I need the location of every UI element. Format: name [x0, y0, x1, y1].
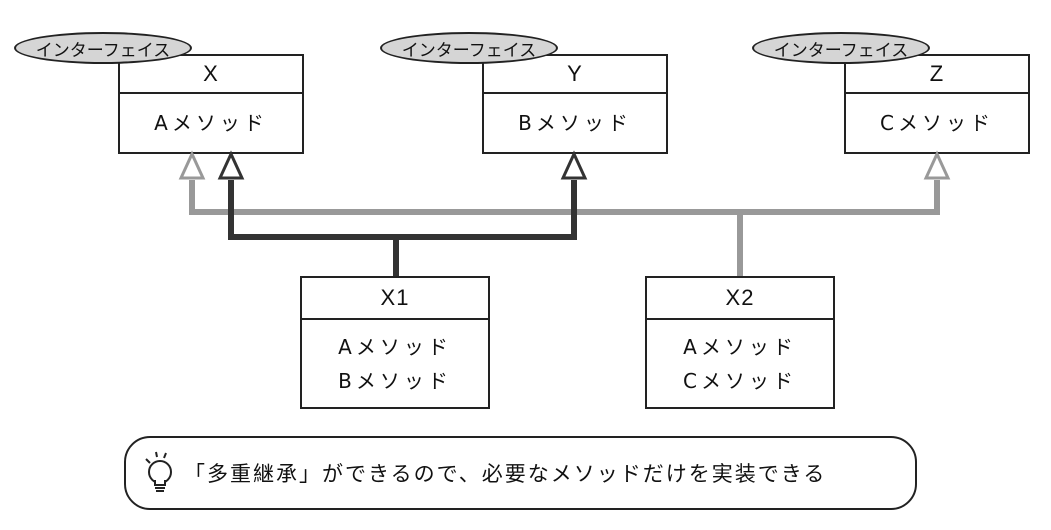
- x2-line-to-z: [740, 180, 940, 215]
- x1-arrowhead-y: [560, 150, 588, 180]
- interface-y-method: Bメソッド: [518, 111, 632, 135]
- interface-x-methods: Aメソッド: [120, 94, 302, 152]
- x2-realization-lines: [178, 150, 951, 276]
- x1-realization-lines: [217, 150, 588, 276]
- interface-z-methods: Cメソッド: [846, 94, 1028, 152]
- x2-line-to-x: [189, 180, 740, 215]
- class-x1-box: X1 Aメソッド Bメソッド: [300, 276, 490, 409]
- class-x2-box: X2 Aメソッド Cメソッド: [645, 276, 835, 409]
- note-text: 「多重継承」ができるので、必要なメソッドだけを実装できる: [184, 462, 827, 486]
- class-x2-name: X2: [647, 278, 833, 320]
- note-callout: 「多重継承」ができるので、必要なメソッドだけを実装できる: [124, 436, 917, 510]
- class-x1-method: Aメソッド: [338, 334, 452, 359]
- stereotype-oval-x: インターフェイス: [14, 32, 192, 64]
- interface-x-name: X: [120, 56, 302, 94]
- interface-z-box: Z Cメソッド: [844, 54, 1030, 154]
- x2-arrowhead-z: [923, 150, 951, 180]
- interface-y-name: Y: [484, 56, 666, 94]
- class-x1-method: Bメソッド: [338, 368, 452, 393]
- interface-x-method: Aメソッド: [154, 111, 268, 135]
- lightbulb-icon: [145, 451, 172, 492]
- interface-z-name: Z: [846, 56, 1028, 94]
- x2-arrowhead-x: [178, 150, 206, 180]
- stereotype-oval-y: インターフェイス: [380, 32, 558, 64]
- interface-z-method: Cメソッド: [880, 111, 994, 135]
- class-x1-methods: Aメソッド Bメソッド: [302, 320, 488, 407]
- x1-line-to-x: [228, 180, 396, 240]
- interface-y-methods: Bメソッド: [484, 94, 666, 152]
- class-x2-methods: Aメソッド Cメソッド: [647, 320, 833, 407]
- interface-y-box: Y Bメソッド: [482, 54, 668, 154]
- class-x2-method: Cメソッド: [683, 368, 797, 393]
- x1-arrowhead-x: [217, 150, 245, 180]
- interface-x-box: X Aメソッド: [118, 54, 304, 154]
- class-x2-method: Aメソッド: [683, 334, 797, 359]
- class-x1-name: X1: [302, 278, 488, 320]
- x1-line-to-y: [396, 180, 577, 240]
- stereotype-oval-z: インターフェイス: [752, 32, 930, 64]
